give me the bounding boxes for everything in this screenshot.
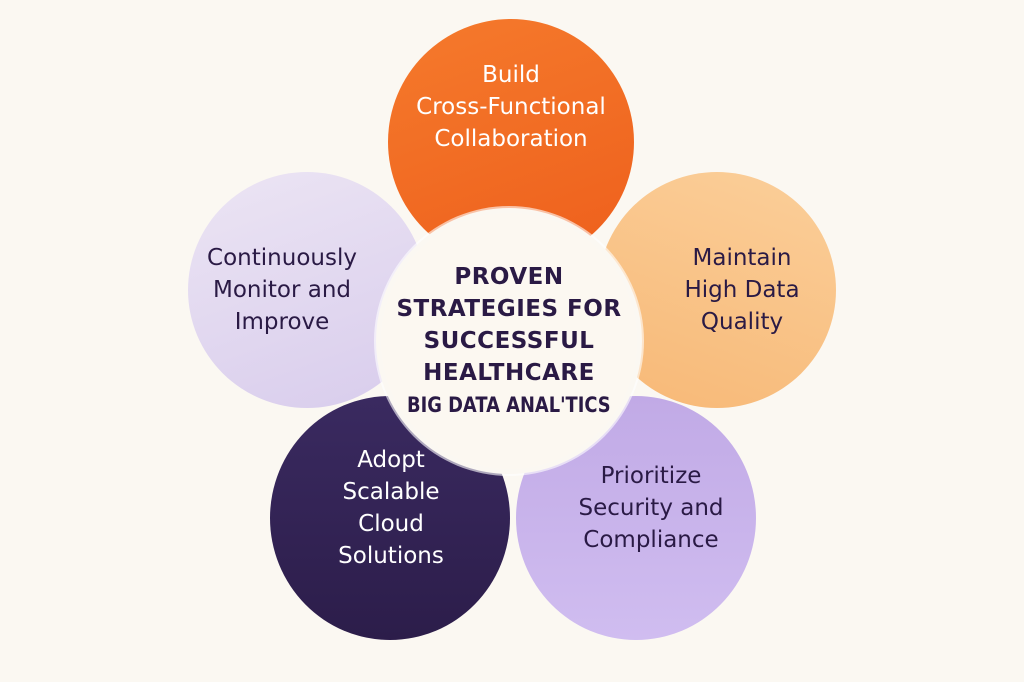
center-title-circle: PROVEN STRATEGIES FOR SUCCESSFUL HEALTHC… — [376, 208, 642, 474]
title-line: HEALTHCARE — [423, 360, 595, 386]
title-subtitle: BIG DATA ANAL'TICS — [407, 393, 611, 417]
title-line: PROVEN — [454, 264, 564, 290]
title-line: STRATEGIES FOR — [396, 296, 622, 322]
title-line: SUCCESSFUL — [423, 328, 595, 354]
